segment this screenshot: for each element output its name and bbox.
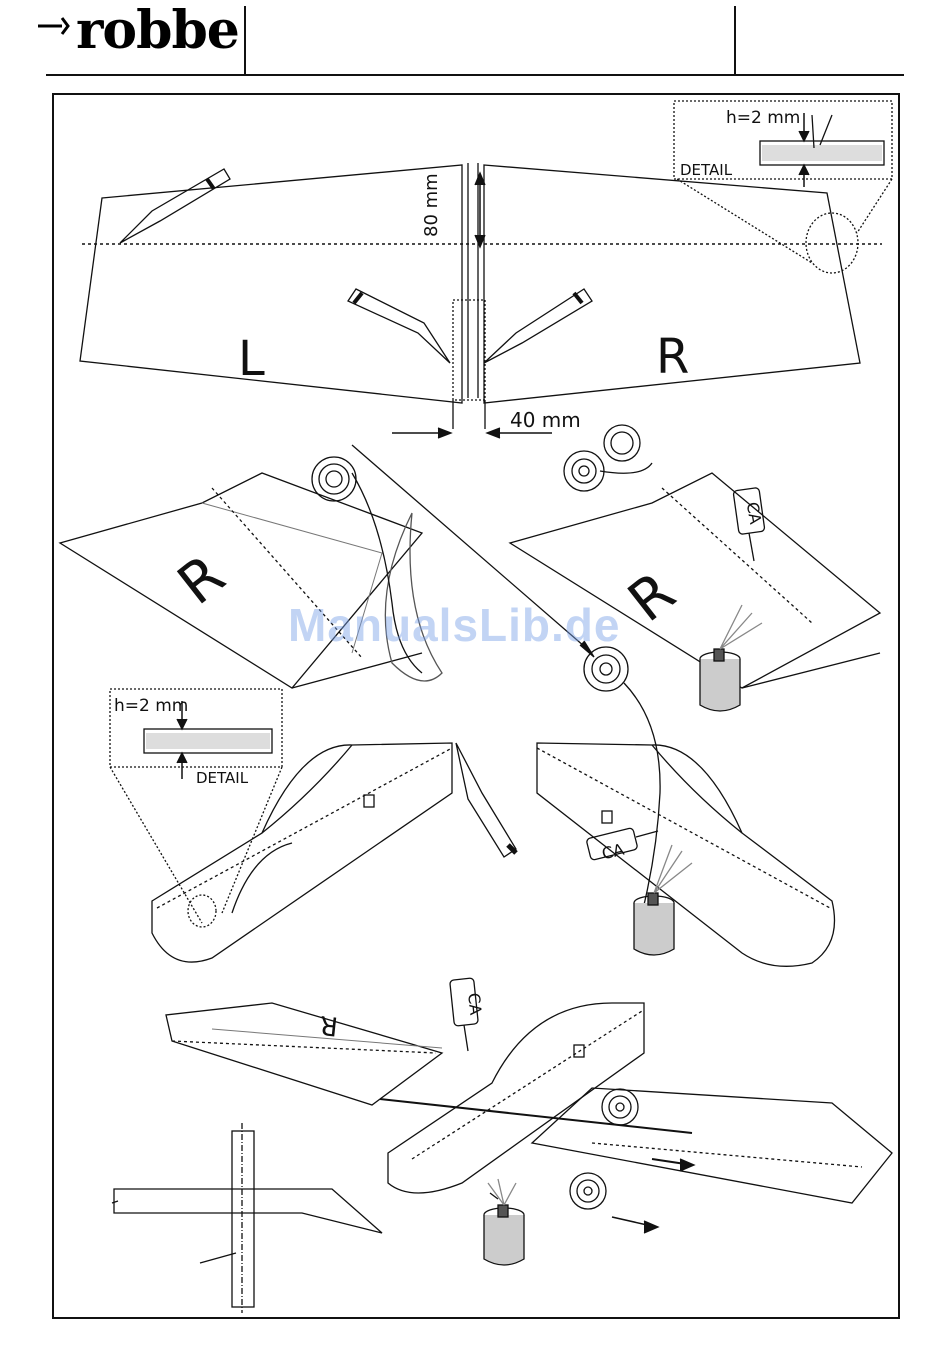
assembly-illustration: 80 mm 40 mm L R h=2 mm DETAIL h=2 mm DET… [52,93,900,1319]
ca-label: CA [743,501,766,526]
activator-spray-can-icon [700,605,762,711]
marker-pen-icon [484,289,592,363]
wing-mark: R [318,1009,339,1041]
wing-mark: R [617,560,688,635]
ca-label: CA [464,992,485,1016]
activator-spray-can-icon [484,1179,524,1265]
final-assembly-drawing [112,978,892,1313]
marker-pen-icon [120,169,230,243]
wing-mark: R [166,543,237,618]
marker-pen-icon [348,289,450,363]
dimension-80mm: 80 mm [421,173,442,237]
brand-name: robbe [76,0,239,62]
detail-label: DETAIL [680,161,733,179]
fuselage-tail-drawing [110,689,835,966]
header-divider [244,6,246,74]
page-header: robbe [0,0,950,80]
stabilizer-halves-drawing [80,101,892,438]
label-left: L [238,331,265,387]
detail-label: DETAIL [196,769,249,787]
detail-height-label: h=2 mm [726,108,800,128]
marker-pen-icon [456,743,516,857]
hinge-wire-spiral-icon [570,1089,638,1209]
watermark: ManualsLib.de [288,598,620,652]
hinge-wire-spiral-icon [564,425,652,491]
hinge-stabilizer-drawing [60,425,880,913]
detail-height-label: h=2 mm [114,696,188,716]
header-divider [734,6,736,74]
dimension-40mm: 40 mm [510,408,581,432]
activator-spray-can-icon [634,845,692,955]
header-rule [46,74,904,76]
label-right: R [656,329,689,385]
